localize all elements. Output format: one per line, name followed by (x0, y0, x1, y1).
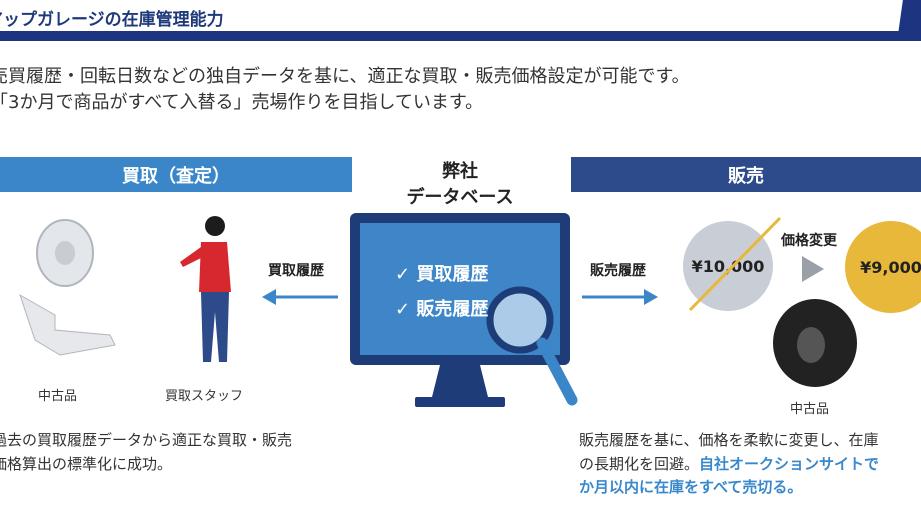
db-item-sales-history: ✓ 販売履歴 (395, 299, 489, 320)
sales-description-line-2: の長期化を回避。 (579, 454, 700, 473)
sales-description-highlight-2: か月以内に在庫をすべて売切る。 (579, 478, 803, 496)
lead-line-2: 「3か月で商品がすべて入替る」売場作りを目指しています。 (0, 92, 484, 113)
purchase-description-line-1: 過去の買取履歴データから適正な買取・販売 (0, 431, 293, 449)
magnifier-icon (486, 286, 578, 406)
purchase-arrow-label: 買取履歴 (268, 263, 324, 279)
wheel-icon (36, 219, 94, 287)
muffler-icon (19, 293, 116, 356)
sales-item-caption: 中古品 (790, 402, 830, 417)
sales-header: 販売 (571, 157, 921, 192)
title-band (0, 31, 921, 41)
used-parts-illustration (19, 219, 116, 356)
purchase-description-line-2: 価格算出の標準化に成功。 (0, 454, 173, 473)
monitor-illustration (350, 213, 578, 407)
play-triangle-icon (802, 256, 824, 282)
arrow-left-icon (262, 289, 338, 305)
page-title: アップガレージの在庫管理能力 (0, 10, 224, 30)
database-title-2: データベース (406, 187, 514, 208)
new-price-bubble: ¥9,000 (845, 221, 921, 313)
purchase-item-caption: 中古品 (38, 389, 78, 404)
arrow-right-icon (582, 289, 658, 305)
sales-arrow-label: 販売履歴 (590, 263, 646, 279)
old-price-bubble: ¥10,000 (683, 221, 773, 311)
new-price: ¥9,000 (860, 257, 921, 277)
sales-description-highlight-1: 自社オークションサイトで (699, 454, 880, 473)
lead-line-1: 売買履歴・回転日数などの独自データを基に、適正な買取・販売価格設定が可能です。 (0, 66, 690, 87)
purchase-description: 過去の買取履歴データから適正な買取・販売 価格算出の標準化に成功。 (0, 429, 292, 476)
tire-icon (773, 299, 857, 387)
price-change-label: 価格変更 (781, 233, 837, 249)
sales-description-line-1: 販売履歴を基に、価格を柔軟に変更し、在庫 (579, 431, 879, 449)
database-title-1: 弊社 (442, 161, 478, 182)
staff-person-illustration (180, 216, 231, 362)
db-item-purchase-history: ✓ 買取履歴 (395, 264, 489, 285)
strike-line (688, 216, 782, 312)
purchase-header: 買取（査定） (0, 157, 352, 192)
sales-description: 販売履歴を基に、価格を柔軟に変更し、在庫 の長期化を回避。自社オークションサイト… (579, 429, 879, 500)
staff-caption: 買取スタッフ (165, 389, 244, 404)
old-price: ¥10,000 (691, 256, 765, 276)
